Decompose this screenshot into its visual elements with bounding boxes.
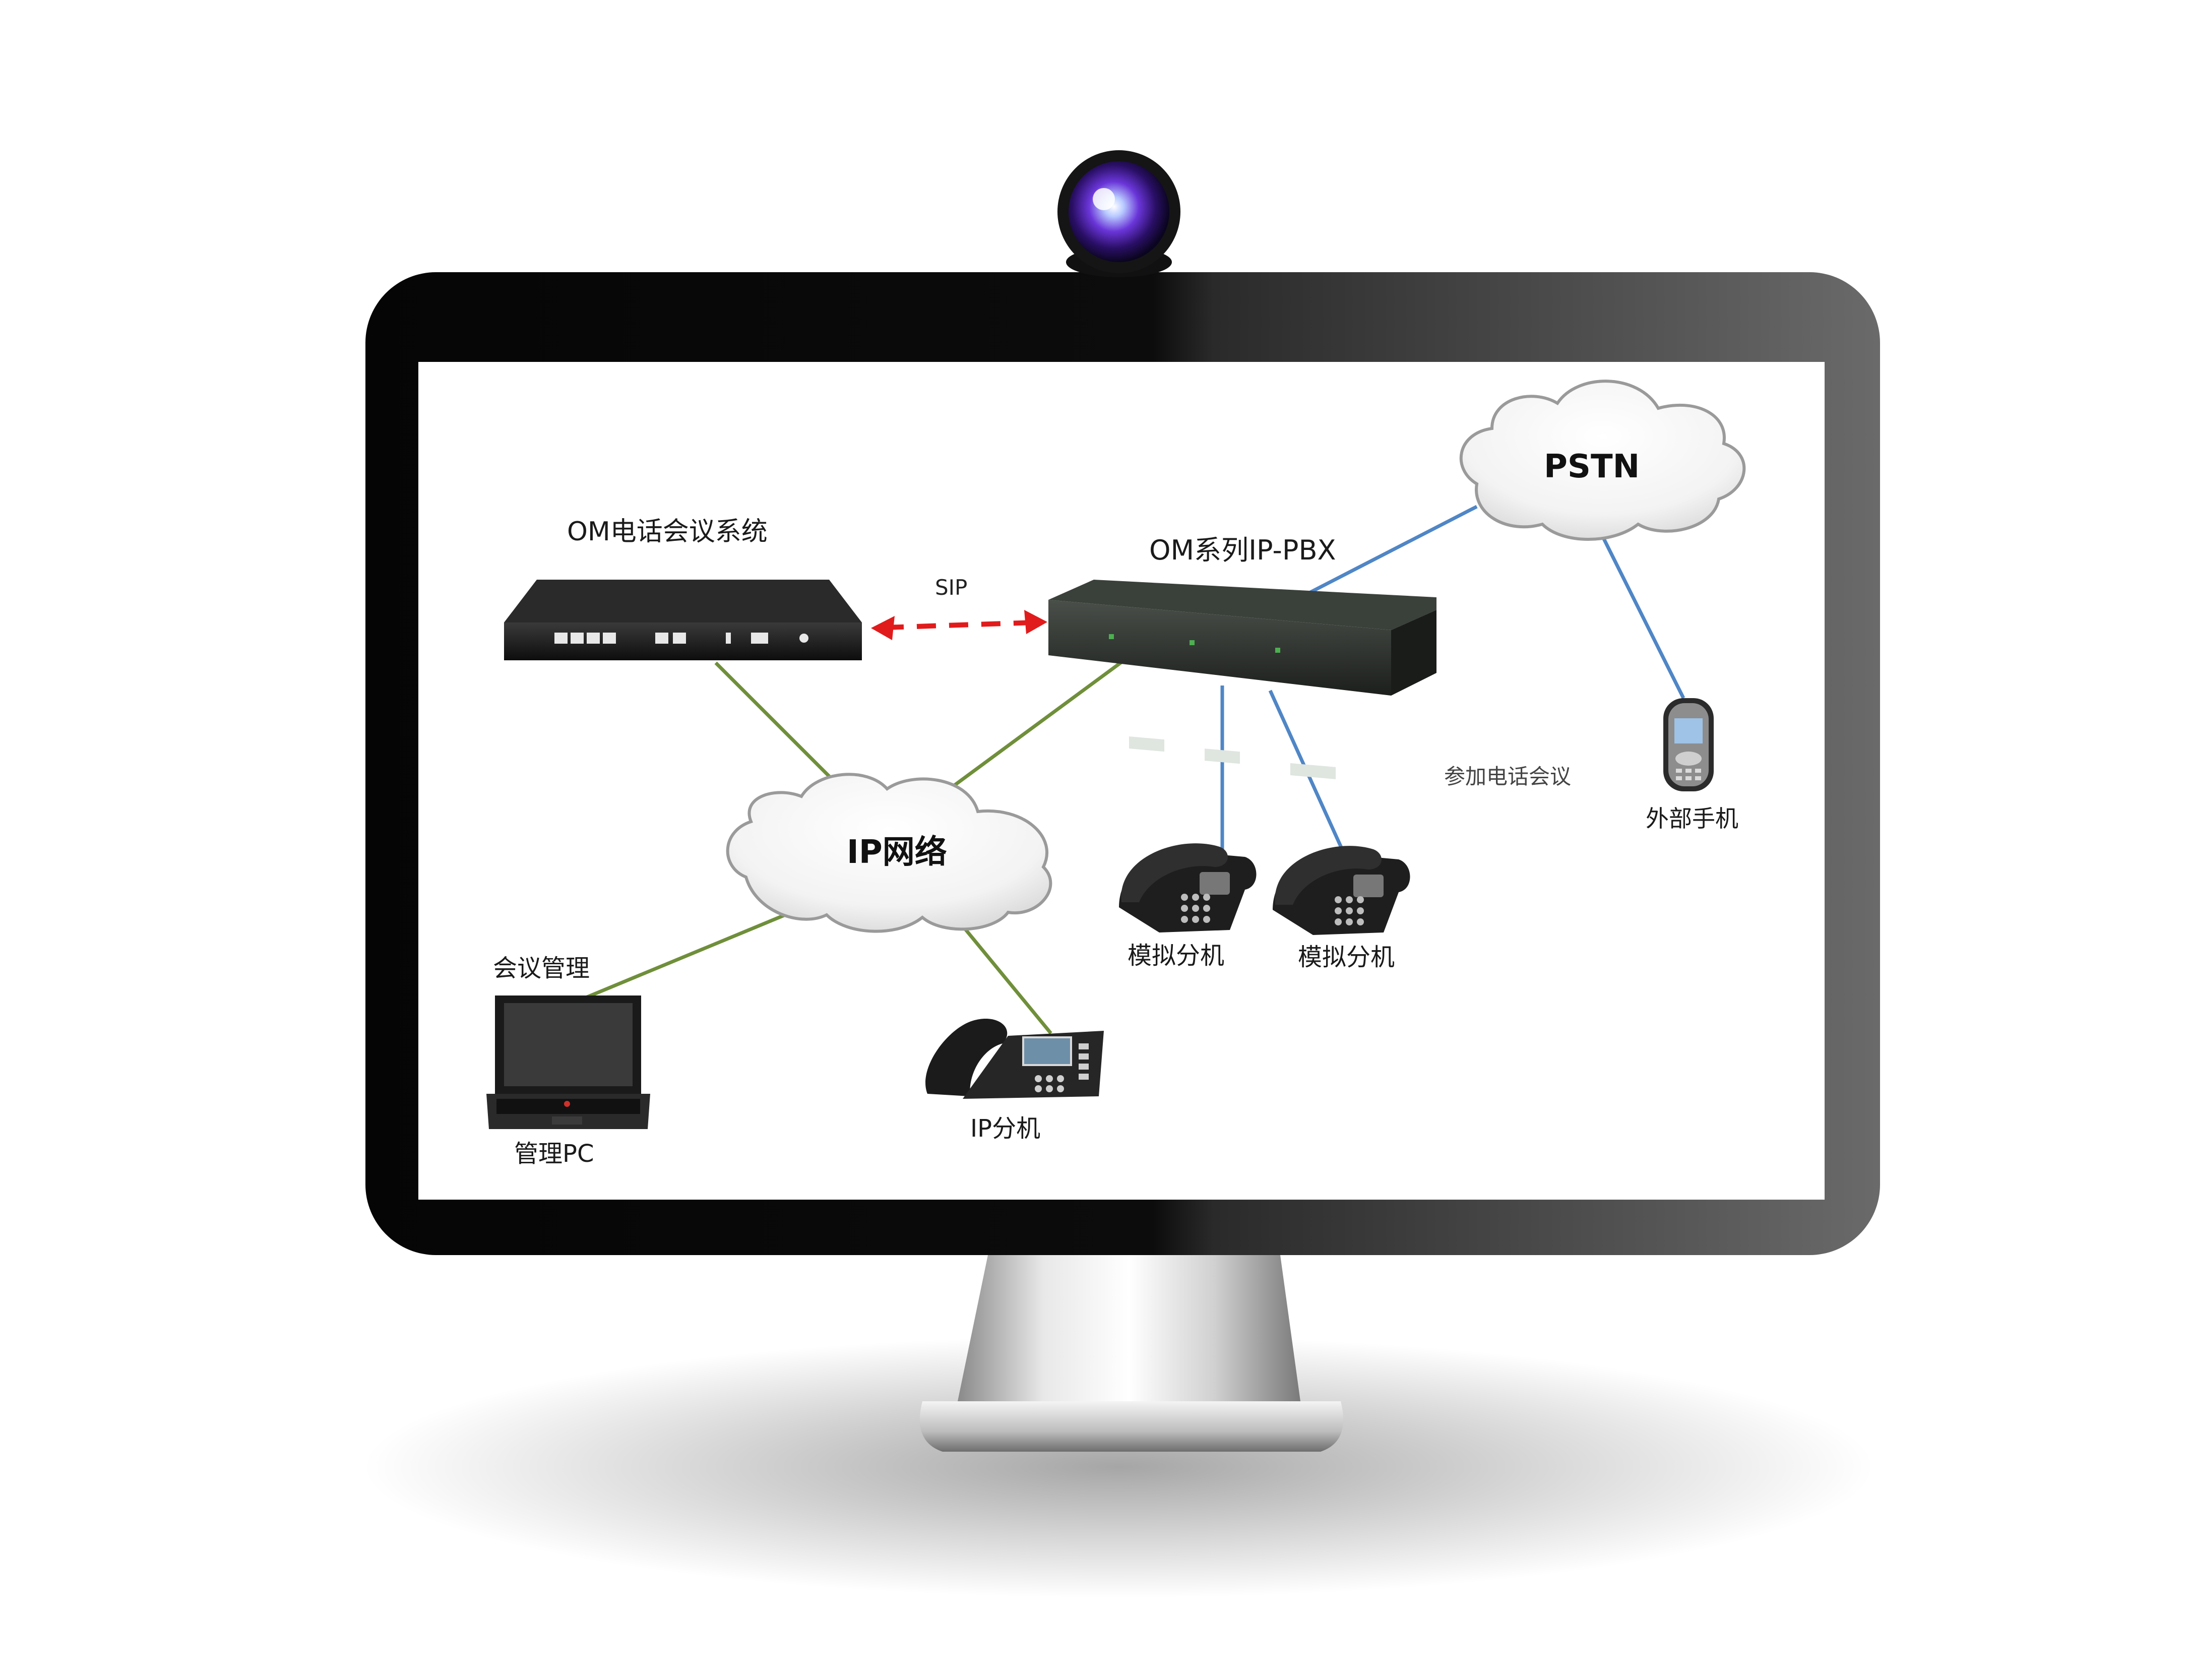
webcam — [1057, 150, 1180, 277]
link-sip-dashed — [884, 620, 1034, 630]
analog-phone-icon-2[interactable] — [1273, 846, 1410, 935]
label-conference-system: OM电话会议系统 — [567, 517, 768, 547]
laptop-icon[interactable] — [486, 995, 650, 1129]
link-conference-to-ipnet — [714, 661, 843, 790]
sip-arrow-left — [871, 616, 895, 640]
ip-network-cloud — [726, 773, 1052, 933]
label-pstn: PSTN — [1544, 448, 1640, 485]
link-pstn-to-mobile — [1601, 536, 1685, 699]
monitor-stand-base — [920, 1401, 1343, 1452]
link-pbx-to-pstn — [1304, 505, 1478, 597]
pstn-cloud — [1459, 380, 1746, 541]
sip-arrow-right — [1024, 610, 1047, 634]
analog-phone-icon-1[interactable] — [1119, 843, 1257, 932]
network-links — [584, 505, 1685, 1035]
conference-system-device[interactable] — [504, 580, 862, 660]
ip-phone-icon[interactable] — [925, 1019, 1104, 1099]
link-ipnet-to-admin-pc — [584, 910, 792, 1000]
label-ip-network: IP网络 — [847, 834, 947, 871]
link-pbx-to-ipnet — [931, 659, 1126, 803]
ip-pbx-device[interactable] — [1048, 580, 1436, 779]
label-admin-pc: 管理PC — [514, 1140, 594, 1168]
label-ip-pbx: OM系列IP-PBX — [1149, 534, 1336, 566]
label-sip: SIP — [935, 575, 967, 600]
link-ipnet-to-ip-ext — [956, 918, 1052, 1035]
mobile-phone-icon[interactable] — [1663, 698, 1714, 791]
label-external-mobile: 外部手机 — [1646, 805, 1738, 832]
label-analog-ext-2: 模拟分机 — [1298, 943, 1395, 971]
label-conference-management: 会议管理 — [493, 954, 590, 982]
monitor-stand-neck — [958, 1255, 1300, 1401]
label-ip-ext: IP分机 — [970, 1114, 1040, 1143]
floor-shadow — [363, 1336, 1875, 1598]
label-analog-ext-1: 模拟分机 — [1128, 942, 1224, 970]
label-join-conference: 参加电话会议 — [1444, 764, 1571, 789]
